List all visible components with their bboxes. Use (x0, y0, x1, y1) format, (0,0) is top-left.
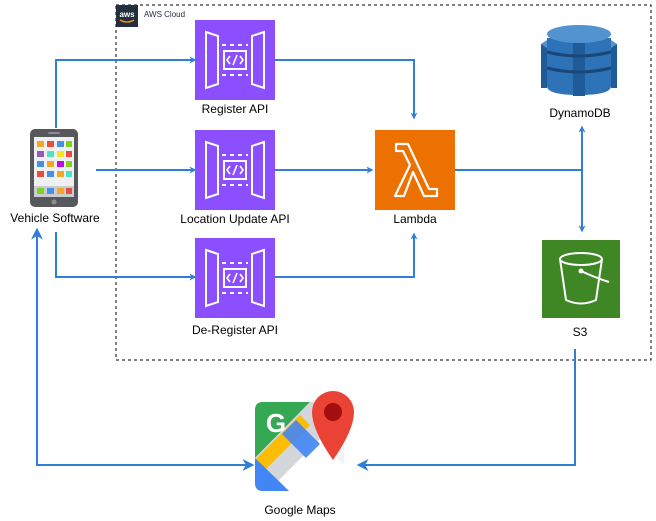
dynamodb-label: DynamoDB (549, 106, 610, 120)
vehicle-software-node: Vehicle Software (10, 129, 100, 225)
svg-text:G: G (266, 408, 286, 438)
lambda-icon (375, 130, 455, 210)
svg-text:aws: aws (119, 10, 135, 19)
api-gateway-icon (195, 130, 275, 210)
aws-cloud-boundary (115, 4, 652, 361)
deregister-api-label: De-Register API (192, 323, 278, 337)
arrow-vehicle-maps-bidirectional (31, 227, 255, 471)
connectors (31, 56, 586, 471)
s3-bucket-icon (542, 240, 620, 318)
arrow-register-to-lambda (275, 59, 418, 120)
dynamodb-node: DynamoDB (541, 25, 617, 120)
deregister-api-node: De-Register API (192, 238, 278, 337)
google-maps-label: Google Maps (264, 503, 335, 517)
register-api-node: Register API (195, 20, 275, 116)
google-maps-node: G Google Maps (255, 391, 354, 517)
s3-label: S3 (573, 325, 588, 339)
api-gateway-icon (195, 20, 275, 100)
arrow-s3-to-maps (356, 349, 576, 471)
lambda-label: Lambda (393, 212, 437, 226)
location-update-api-node: Location Update API (180, 130, 290, 226)
vehicle-software-label: Vehicle Software (10, 211, 100, 225)
aws-logo-icon: aws (116, 5, 138, 27)
s3-node: S3 (542, 240, 620, 339)
arrow-deregister-to-lambda (275, 232, 418, 278)
api-gateway-icon (195, 238, 275, 318)
register-api-label: Register API (202, 102, 269, 116)
aws-cloud-title: AWS Cloud (144, 10, 185, 19)
location-update-api-label: Location Update API (180, 212, 289, 226)
smartphone-icon (30, 129, 78, 207)
lambda-node: Lambda (375, 130, 455, 226)
aws-cloud-group: aws AWS Cloud (115, 4, 652, 361)
arrow-vehicle-to-deregister (55, 232, 197, 281)
google-maps-icon: G (255, 391, 354, 491)
arrow-vehicle-to-register (55, 56, 197, 128)
dynamodb-icon (541, 25, 617, 96)
